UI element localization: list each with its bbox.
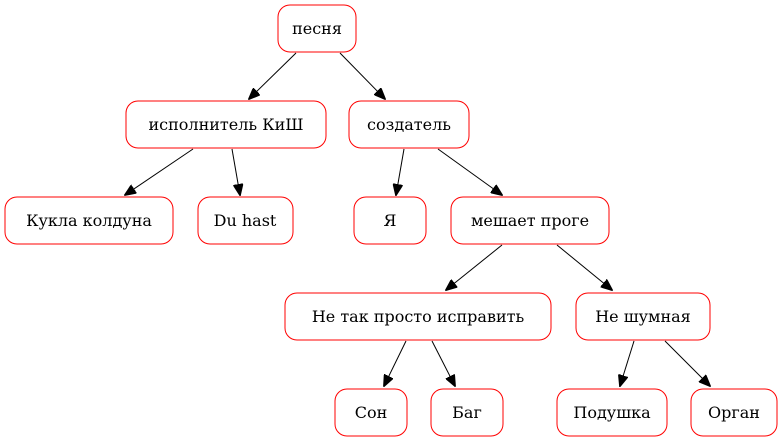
node-kukla-label: Кукла колдуна: [26, 211, 152, 230]
node-not-easy-fix: Не так просто исправить: [284, 292, 552, 341]
node-dream: Сон: [334, 388, 408, 437]
node-me: Я: [353, 196, 427, 245]
edge-performer-duhast: [231, 148, 240, 195]
node-root-label: песня: [292, 19, 342, 38]
node-duhast: Du hast: [197, 196, 294, 245]
node-not-noisy-box: [575, 292, 711, 341]
node-bug-box: [430, 388, 504, 437]
edge-noteasy-dream: [384, 340, 407, 386]
node-performer-box: [125, 100, 327, 149]
node-kukla-box: [4, 196, 174, 245]
node-creator-box: [348, 100, 470, 149]
node-creator-label: создатель: [367, 115, 451, 134]
edge-performer-kukla: [125, 148, 194, 195]
node-root: песня: [277, 4, 357, 53]
edge-creator-blocks: [437, 148, 502, 195]
node-organ-box: [690, 388, 778, 437]
node-bug-label: Баг: [452, 403, 482, 422]
node-root-box: [277, 4, 357, 53]
node-dream-box: [334, 388, 408, 437]
node-not-noisy-label: Не шумная: [595, 307, 691, 326]
node-organ-label: Орган: [708, 403, 760, 422]
edge-root-performer: [249, 52, 297, 99]
edge-root-creator: [339, 52, 385, 99]
node-pillow-box: [556, 388, 668, 437]
node-blocks-coder-box: [450, 196, 610, 245]
node-dream-label: Сон: [355, 403, 388, 422]
node-blocks-coder-label: мешает проге: [471, 211, 589, 230]
edge-creator-me: [396, 148, 405, 195]
node-creator: создатель: [348, 100, 470, 149]
node-me-label: Я: [384, 211, 397, 230]
node-not-easy-fix-box: [284, 292, 552, 341]
edge-noteasy-bug: [431, 340, 455, 386]
node-duhast-box: [197, 196, 294, 245]
edge-blocks-noteasy: [446, 244, 503, 290]
node-kukla: Кукла колдуна: [4, 196, 174, 245]
edge-notnoisy-organ: [664, 340, 710, 386]
node-organ: Орган: [690, 388, 778, 437]
node-pillow: Подушка: [556, 388, 668, 437]
edge-notnoisy-pillow: [620, 340, 635, 386]
edges: [125, 52, 710, 386]
node-blocks-coder: мешает проге: [450, 196, 610, 245]
node-duhast-label: Du hast: [214, 211, 277, 230]
node-me-box: [353, 196, 427, 245]
node-pillow-label: Подушка: [573, 403, 651, 422]
edge-blocks-notnoisy: [556, 244, 612, 290]
node-bug: Баг: [430, 388, 504, 437]
node-not-noisy: Не шумная: [575, 292, 711, 341]
node-performer: исполнитель КиШ: [125, 100, 327, 149]
node-performer-label: исполнитель КиШ: [149, 115, 304, 134]
node-not-easy-fix-label: Не так просто исправить: [312, 307, 525, 326]
